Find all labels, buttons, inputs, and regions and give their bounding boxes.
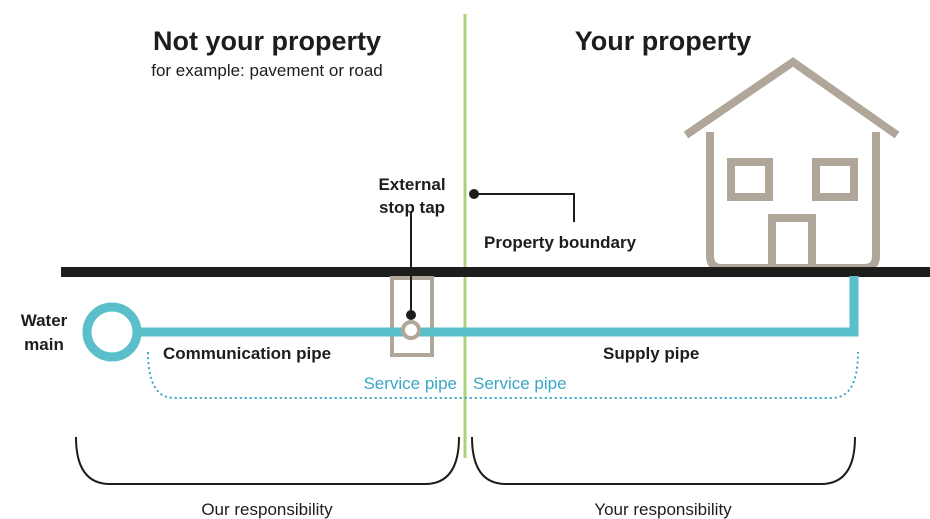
our-responsibility-label: Our responsibility — [201, 500, 333, 519]
stop-tap-callout-dot — [406, 310, 416, 320]
your-responsibility-label: Your responsibility — [594, 500, 732, 519]
ground-line — [61, 267, 930, 277]
external-stop-tap-label: External — [378, 175, 445, 194]
subheading-example: for example: pavement or road — [151, 61, 383, 80]
stop-tap-icon — [401, 320, 421, 340]
our-responsibility-brace — [75, 436, 460, 485]
house-icon — [683, 57, 900, 272]
communication-pipe-label: Communication pipe — [163, 344, 331, 363]
supply-pipe-label: Supply pipe — [603, 344, 699, 363]
service-pipe-label-right: Service pipe — [473, 374, 567, 393]
external-stop-tap-label-2: stop tap — [379, 198, 445, 217]
your-responsibility-brace — [471, 436, 856, 485]
water-pipe — [82, 276, 859, 362]
boundary-callout-line — [474, 193, 575, 222]
water-main-label: Water — [21, 311, 68, 330]
service-pipe-label-left: Service pipe — [363, 374, 457, 393]
heading-not-your-property: Not your property — [153, 26, 381, 56]
water-main-label-2: main — [24, 335, 64, 354]
heading-your-property: Your property — [575, 26, 752, 56]
property-boundary-label: Property boundary — [484, 233, 637, 252]
water-main-icon — [82, 302, 142, 362]
